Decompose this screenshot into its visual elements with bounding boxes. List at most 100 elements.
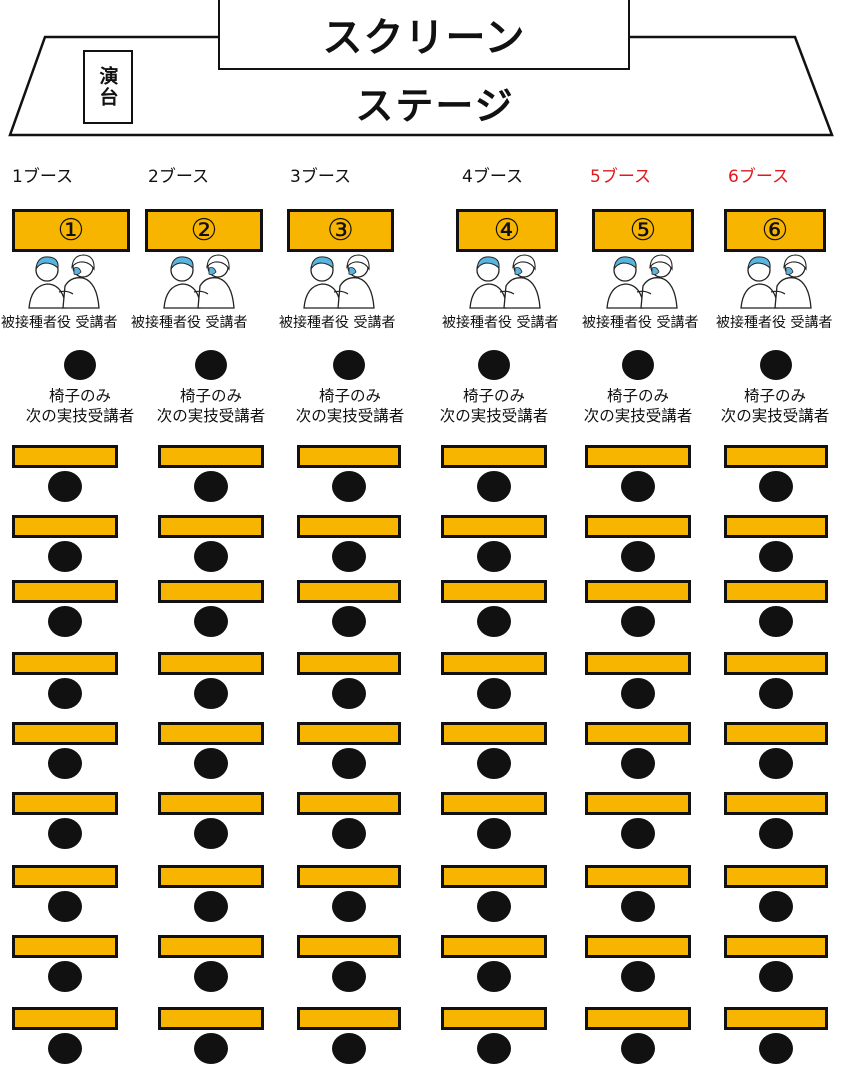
seat-table bbox=[158, 935, 264, 958]
booth-4-chair-line1: 椅子のみ bbox=[424, 386, 564, 406]
seat-chair bbox=[759, 471, 793, 502]
seat-table bbox=[297, 1007, 401, 1030]
seat-chair bbox=[759, 961, 793, 992]
seat-chair bbox=[48, 1033, 82, 1064]
seat-table bbox=[441, 580, 547, 603]
booth-2-recipient-role: 被接種者役 bbox=[131, 315, 201, 331]
seat-chair bbox=[48, 891, 82, 922]
seat-table bbox=[585, 935, 691, 958]
seat-table bbox=[297, 580, 401, 603]
seat-table bbox=[724, 935, 828, 958]
seat-table bbox=[724, 1007, 828, 1030]
seat-chair bbox=[477, 891, 511, 922]
seat-chair bbox=[477, 606, 511, 637]
seat-chair bbox=[194, 471, 228, 502]
seat-chair bbox=[621, 748, 655, 779]
booth-1-trainee-role: 受講者 bbox=[75, 315, 117, 331]
seat-chair bbox=[477, 471, 511, 502]
booth-2-number-table: ② bbox=[145, 209, 263, 252]
seat-table bbox=[297, 792, 401, 815]
booth-1-number-table: ① bbox=[12, 209, 130, 252]
seat-chair bbox=[48, 471, 82, 502]
seat-table bbox=[12, 935, 118, 958]
seat-table bbox=[297, 722, 401, 745]
booth-3-chair-line2: 次の実技受講者 bbox=[280, 406, 420, 426]
seat-table bbox=[724, 865, 828, 888]
booth-4-label: 4ブース bbox=[462, 162, 523, 187]
seat-chair bbox=[759, 1033, 793, 1064]
seat-table bbox=[297, 935, 401, 958]
seat-table bbox=[441, 445, 547, 468]
booth-2-vaccination-illustration bbox=[160, 250, 240, 310]
booth-4-trainee-role: 受講者 bbox=[516, 315, 558, 331]
booth-5-label: 5ブース bbox=[590, 162, 651, 187]
seat-table bbox=[585, 515, 691, 538]
seat-chair bbox=[759, 748, 793, 779]
booth-1-label: 1ブース bbox=[12, 162, 73, 187]
booth-5-roles: 被接種者役 受講者 bbox=[582, 312, 698, 332]
seat-chair bbox=[477, 748, 511, 779]
seat-table bbox=[724, 792, 828, 815]
booth-4-waiting-chair bbox=[478, 350, 510, 380]
booth-3-label: 3ブース bbox=[290, 162, 351, 187]
booth-1-chair-line1: 椅子のみ bbox=[10, 386, 150, 406]
seat-chair bbox=[48, 541, 82, 572]
seat-table bbox=[585, 722, 691, 745]
seat-table bbox=[585, 652, 691, 675]
booth-2-chair-line1: 椅子のみ bbox=[141, 386, 281, 406]
seat-chair bbox=[194, 678, 228, 709]
seat-table bbox=[297, 652, 401, 675]
seat-chair bbox=[48, 606, 82, 637]
booth-5-chair-line1: 椅子のみ bbox=[568, 386, 708, 406]
booth-4-roles: 被接種者役 受講者 bbox=[442, 312, 558, 332]
seat-chair bbox=[332, 1033, 366, 1064]
seat-chair bbox=[759, 606, 793, 637]
booth-3-vaccination-illustration bbox=[300, 250, 380, 310]
seat-table bbox=[441, 1007, 547, 1030]
booth-5-recipient-role: 被接種者役 bbox=[582, 315, 652, 331]
seat-table bbox=[297, 515, 401, 538]
seat-table bbox=[12, 445, 118, 468]
seat-table bbox=[158, 652, 264, 675]
seat-chair bbox=[477, 1033, 511, 1064]
seat-table bbox=[441, 792, 547, 815]
seat-chair bbox=[48, 961, 82, 992]
seat-table bbox=[297, 865, 401, 888]
seat-chair bbox=[194, 541, 228, 572]
seat-table bbox=[158, 445, 264, 468]
booth-2-chair-line2: 次の実技受講者 bbox=[141, 406, 281, 426]
booth-3-chair-note: 椅子のみ次の実技受講者 bbox=[280, 386, 420, 426]
podium: 演台 bbox=[83, 50, 133, 124]
seat-table bbox=[585, 865, 691, 888]
seat-chair bbox=[621, 818, 655, 849]
seat-table bbox=[441, 722, 547, 745]
booth-1-recipient-role: 被接種者役 bbox=[1, 315, 71, 331]
seat-chair bbox=[332, 606, 366, 637]
booth-2-label: 2ブース bbox=[148, 162, 209, 187]
booth-6-trainee-role: 受講者 bbox=[790, 315, 832, 331]
seat-table bbox=[12, 580, 118, 603]
seat-table bbox=[12, 515, 118, 538]
seat-chair bbox=[194, 1033, 228, 1064]
seat-table bbox=[724, 515, 828, 538]
seat-table bbox=[12, 865, 118, 888]
seat-chair bbox=[194, 818, 228, 849]
booth-5-vaccination-illustration bbox=[603, 250, 683, 310]
seat-chair bbox=[759, 678, 793, 709]
seat-table bbox=[724, 580, 828, 603]
booth-5-number-table: ⑤ bbox=[592, 209, 694, 252]
seat-chair bbox=[48, 748, 82, 779]
seat-chair bbox=[621, 961, 655, 992]
seat-chair bbox=[621, 541, 655, 572]
seat-chair bbox=[759, 541, 793, 572]
seat-chair bbox=[332, 961, 366, 992]
seat-table bbox=[585, 792, 691, 815]
seat-table bbox=[158, 792, 264, 815]
seat-chair bbox=[332, 541, 366, 572]
seat-chair bbox=[477, 818, 511, 849]
booth-1-roles: 被接種者役 受講者 bbox=[1, 312, 117, 332]
booth-1-chair-line2: 次の実技受講者 bbox=[10, 406, 150, 426]
booth-5-trainee-role: 受講者 bbox=[656, 315, 698, 331]
booth-6-chair-note: 椅子のみ次の実技受講者 bbox=[705, 386, 845, 426]
stage-label: ステージ bbox=[330, 76, 540, 128]
